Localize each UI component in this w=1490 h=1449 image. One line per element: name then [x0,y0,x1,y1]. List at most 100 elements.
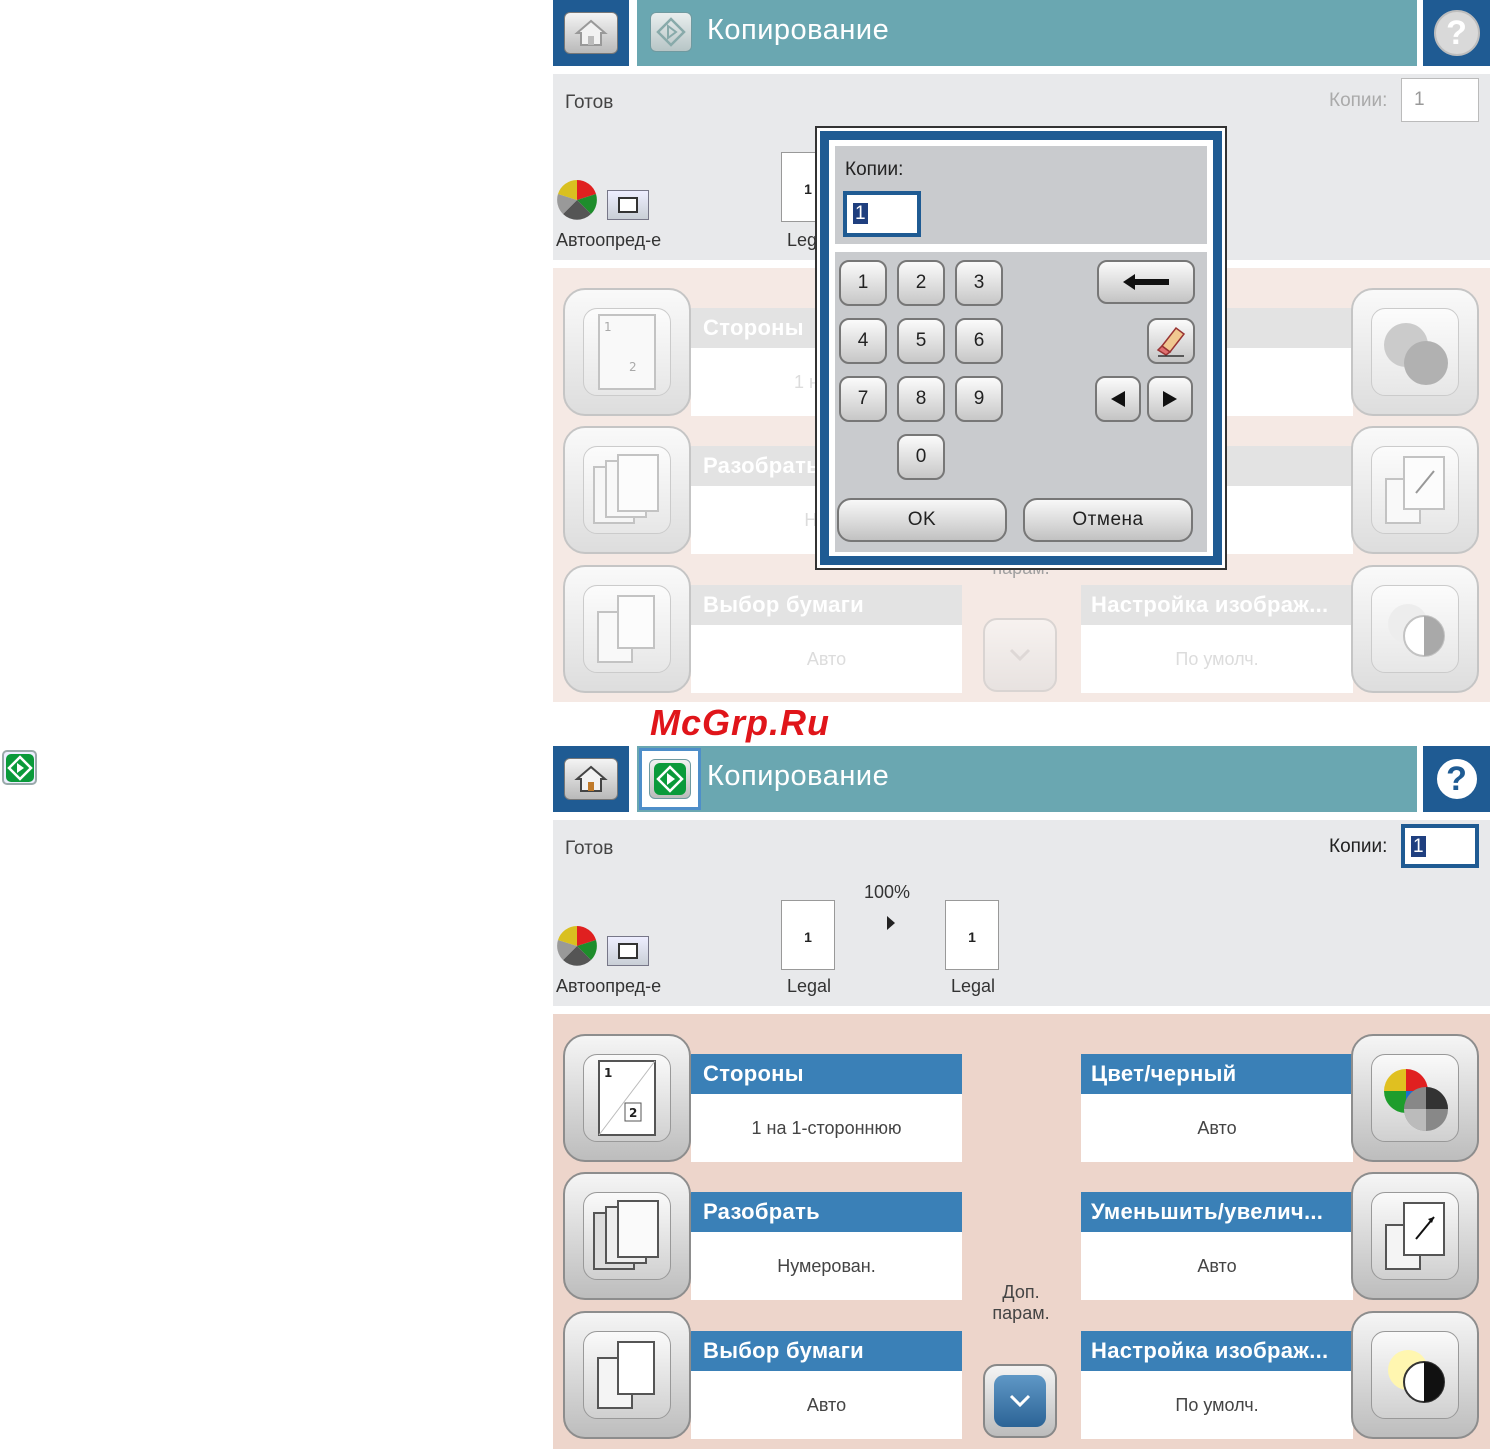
title-area: Копирование [637,746,1417,812]
home-icon [574,19,608,46]
top-copy-screen: Копирование ? Готов Копии: 1 Автоопред-е… [553,0,1490,702]
page-title: Копирование [707,760,890,792]
chevron-down-icon [1009,1394,1031,1408]
help-button[interactable]: ? [1423,746,1490,812]
source-page-label: Legal [787,976,832,996]
svg-text:1: 1 [604,1066,612,1080]
bottom-copy-screen: Копирование ? Готов Копии: 1 100% Автооп… [553,746,1490,1449]
title-bar: Копирование ? [553,0,1490,66]
arrow-right-icon [887,916,895,930]
original-type-icon [607,936,649,966]
copies-label: Копии: [1329,836,1388,857]
collate-icon [593,1200,659,1270]
more-options-button[interactable] [983,1364,1057,1438]
home-button[interactable] [553,746,629,812]
title-bar: Копирование ? [553,746,1490,812]
paper-select-icon [597,1341,655,1409]
dialog-copies-input[interactable]: 1 [843,191,921,237]
page-title: Копирование [707,14,890,46]
image-value: По умолч. [1081,625,1353,693]
more-options-button[interactable] [983,618,1057,692]
sides-title: Стороны [691,1054,962,1094]
cancel-button[interactable]: Отмена [1023,498,1193,542]
home-button[interactable] [553,0,629,66]
backspace-button[interactable] [1097,260,1195,304]
paper-value: Авто [691,625,962,693]
color-title: Цвет/черный [1081,1054,1353,1094]
key-2[interactable]: 2 [897,260,945,306]
source-page-icon: 1 [781,900,835,970]
copies-field[interactable]: 1 [1401,78,1479,122]
help-button[interactable]: ? [1423,0,1490,66]
collate-title: Разобрать [691,1192,962,1232]
cursor-left-button[interactable] [1095,376,1141,422]
title-area: Копирование [637,0,1417,66]
more-options-line2: парам. [992,1303,1050,1323]
paper-value: Авто [691,1371,962,1439]
start-icon [656,17,686,47]
paper-title: Выбор бумаги [691,1331,962,1371]
color-wheel-icon [557,180,597,220]
original-mode-text: Автоопред-е [556,976,662,996]
reduce-title: Уменьшить/увелич... [1081,1192,1353,1232]
key-7[interactable]: 7 [839,376,887,422]
image-title: Настройка изображ... [1081,585,1353,625]
arrow-right-icon [1163,391,1177,407]
paper-title: Выбор бумаги [691,585,962,625]
scale-text: 100% [864,882,911,902]
source-page-label: Leg [787,230,818,250]
dialog-copies-label: Копии: [845,159,904,180]
status-text: Готов [565,838,614,859]
status-text: Готов [565,92,614,113]
key-4[interactable]: 4 [839,318,887,364]
color-wheel-icon [557,926,597,966]
ok-button[interactable]: OK [837,498,1007,542]
sides-value: 1 на 1-стороннюю [691,1094,962,1162]
cursor-right-button[interactable] [1147,376,1193,422]
output-page-icon: 1 [945,900,999,970]
output-page-label: Legal [951,976,996,996]
color-black-icon [1384,323,1448,385]
original-mode-text: Автоопред-е [556,230,662,250]
status-area: Готов Копии: 1 100% Автоопред-е 1 Legal … [553,820,1490,1006]
help-icon: ? [1433,756,1480,802]
backspace-arrow-icon [1123,274,1169,290]
copies-field[interactable]: 1 [1401,824,1479,868]
more-options-label: Доп. парам. [971,1282,1071,1324]
brightness-contrast-icon [1388,1350,1445,1403]
paper-select-icon [597,595,655,663]
keypad: 1 2 3 4 5 6 7 8 9 0 [835,252,1207,552]
key-6[interactable]: 6 [955,318,1003,364]
home-icon [574,765,608,792]
dialog-header: Копии: 1 [835,146,1207,244]
eraser-icon [1156,326,1186,357]
key-3[interactable]: 3 [955,260,1003,306]
clear-button[interactable] [1147,318,1195,364]
key-8[interactable]: 8 [897,376,945,422]
image-value: По умолч. [1081,1371,1353,1439]
color-black-icon [1384,1069,1448,1131]
start-copy-icon [2,750,37,785]
key-1[interactable]: 1 [839,260,887,306]
duplex-icon: 12 [598,1060,656,1136]
start-icon [654,763,686,795]
svg-text:2: 2 [629,1106,637,1120]
start-button[interactable] [639,748,701,810]
help-icon: ? [1433,10,1480,56]
duplex-icon: 12 [598,314,656,390]
key-9[interactable]: 9 [955,376,1003,422]
key-0[interactable]: 0 [897,434,945,480]
brightness-contrast-icon [1388,604,1445,657]
copies-dialog: Копии: 1 1 2 3 4 5 6 7 8 9 0 [817,128,1225,568]
start-button[interactable] [647,8,695,56]
color-value: Авто [1081,1094,1353,1162]
chevron-down-icon [1009,648,1031,662]
watermark: McGrp.Ru [650,702,831,743]
reduce-value: Авто [1081,1232,1353,1300]
key-5[interactable]: 5 [897,318,945,364]
svg-text:1: 1 [604,320,612,334]
resize-icon [1385,456,1445,524]
collate-value: Нумерован. [691,1232,962,1300]
collate-icon [593,454,659,524]
image-title: Настройка изображ... [1081,1331,1353,1371]
